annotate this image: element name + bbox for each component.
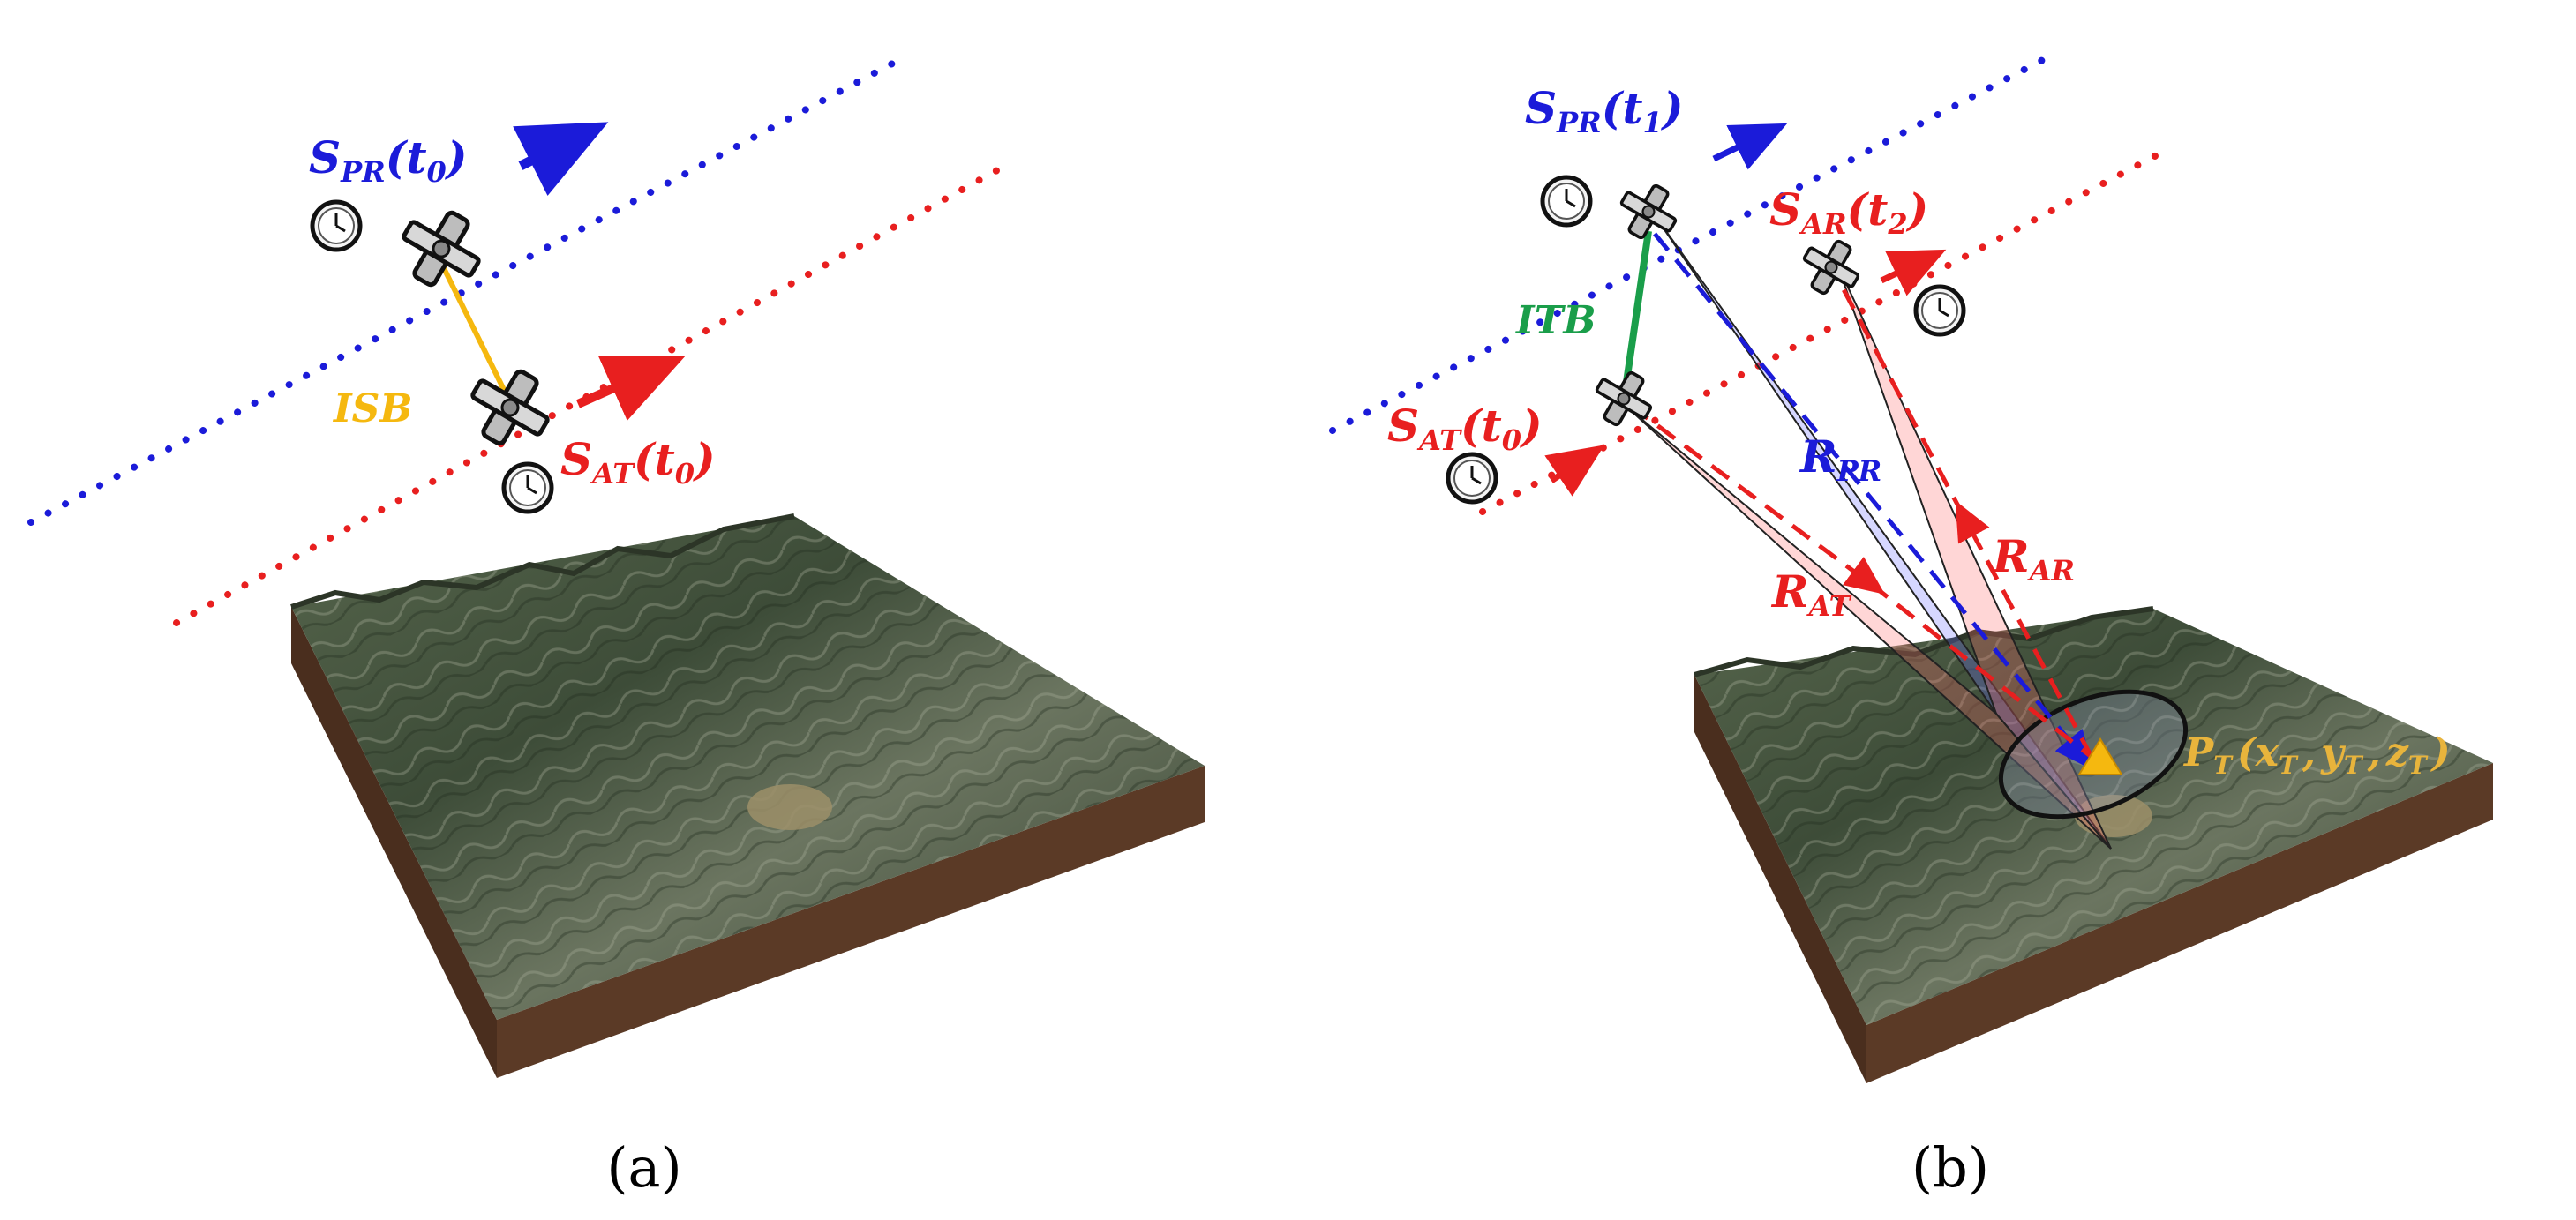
auxiliary-orbit xyxy=(1479,146,2170,515)
clock-icon xyxy=(1448,454,1496,502)
velocity-arrow-icon xyxy=(513,122,609,196)
target-triangle-icon xyxy=(2077,737,2123,775)
label-s-pr-t1: SPR(t1) xyxy=(1525,82,1683,139)
range-aux-transmit-line-2 xyxy=(1869,582,2093,759)
range-aux-transmit-line xyxy=(1629,403,1886,595)
clock-icon xyxy=(312,202,360,250)
velocity-arrow-icon xyxy=(1544,445,1605,497)
velocity-arrow-icon xyxy=(1712,123,1788,170)
terrain-block xyxy=(1694,606,2493,1083)
panel-b: SPR(t1) SAR(t2) ITB SAT(t0) RPR RAR RAT … xyxy=(1329,49,2493,1200)
beam-aux-transmit xyxy=(1625,405,2112,850)
clock-icon xyxy=(1916,287,1964,334)
primary-orbit xyxy=(1329,49,2060,434)
primary-orbit xyxy=(27,58,899,526)
label-s-pr-t0: SPR(t0) xyxy=(309,131,467,189)
panel-a: SPR(t0) ISB SAT(t0) (a) xyxy=(27,58,1205,1200)
caption-b: (b) xyxy=(1911,1135,1989,1200)
label-target: PT(xT,yT,zT) xyxy=(2182,730,2451,780)
label-isb: ISB xyxy=(332,386,413,431)
itb-baseline xyxy=(1622,230,1652,389)
range-aux-receive-line-2 xyxy=(1835,276,1966,518)
label-r-ar: RAR xyxy=(1991,530,2075,588)
range-primary-line xyxy=(1653,232,2094,771)
clock-icon xyxy=(504,464,552,512)
label-itb: ITB xyxy=(1514,298,1596,343)
label-r-pr: RPR xyxy=(1799,430,1881,488)
isb-baseline xyxy=(440,265,511,400)
label-r-at: RAT xyxy=(1770,565,1852,623)
velocity-arrow-icon xyxy=(575,356,686,421)
terrain-block xyxy=(290,513,1205,1078)
velocity-arrow-icon xyxy=(1880,249,1947,296)
satellite-icon xyxy=(1584,360,1664,438)
label-s-at-t0: SAT(t0) xyxy=(1387,400,1543,457)
label-s-ar-t2: SAR(t2) xyxy=(1769,183,1928,241)
range-aux-receive-line xyxy=(1955,500,2094,759)
satellite-icon xyxy=(458,356,562,460)
satellite-icon xyxy=(1791,228,1871,306)
caption-a: (a) xyxy=(606,1135,681,1200)
label-s-at-t0: SAT(t0) xyxy=(560,433,716,490)
clock-icon xyxy=(1543,177,1590,225)
